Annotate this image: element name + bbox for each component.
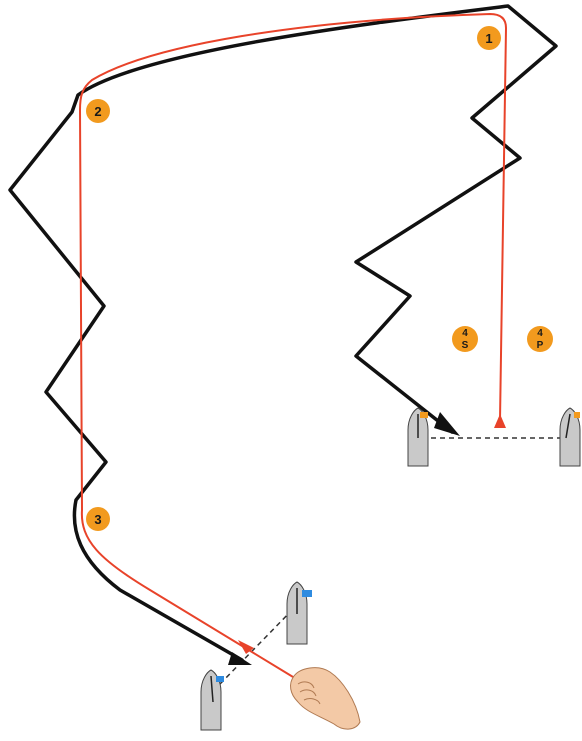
mark-4s: 4 S [452,326,478,352]
mark-4s-side: S [462,340,469,351]
finish-boat-right [287,582,312,644]
flag-icon [302,590,312,597]
mark-4s-number: 4 [462,328,468,339]
mark-2: 2 [86,99,110,123]
course-start-arrow-icon [494,414,506,428]
finish-boat-left [201,670,224,730]
mark-1: 1 [477,26,501,50]
start-boat-left [408,408,428,466]
mark-3: 3 [86,507,110,531]
mark-4p-side: P [537,340,544,351]
mark-1-label: 1 [485,31,492,46]
mark-4p-number: 4 [537,328,543,339]
mark-2-label: 2 [94,104,101,119]
hand-icon [291,668,360,729]
flag-icon [216,676,224,682]
mark-3-label: 3 [94,512,101,527]
finish-arrow-icon [228,652,252,665]
start-arrow-icon [434,412,460,436]
mark-4p: 4 P [527,326,553,352]
course-line [80,14,506,680]
flag-icon [420,412,428,418]
start-boat-right [560,408,580,466]
flag-icon [574,412,580,418]
